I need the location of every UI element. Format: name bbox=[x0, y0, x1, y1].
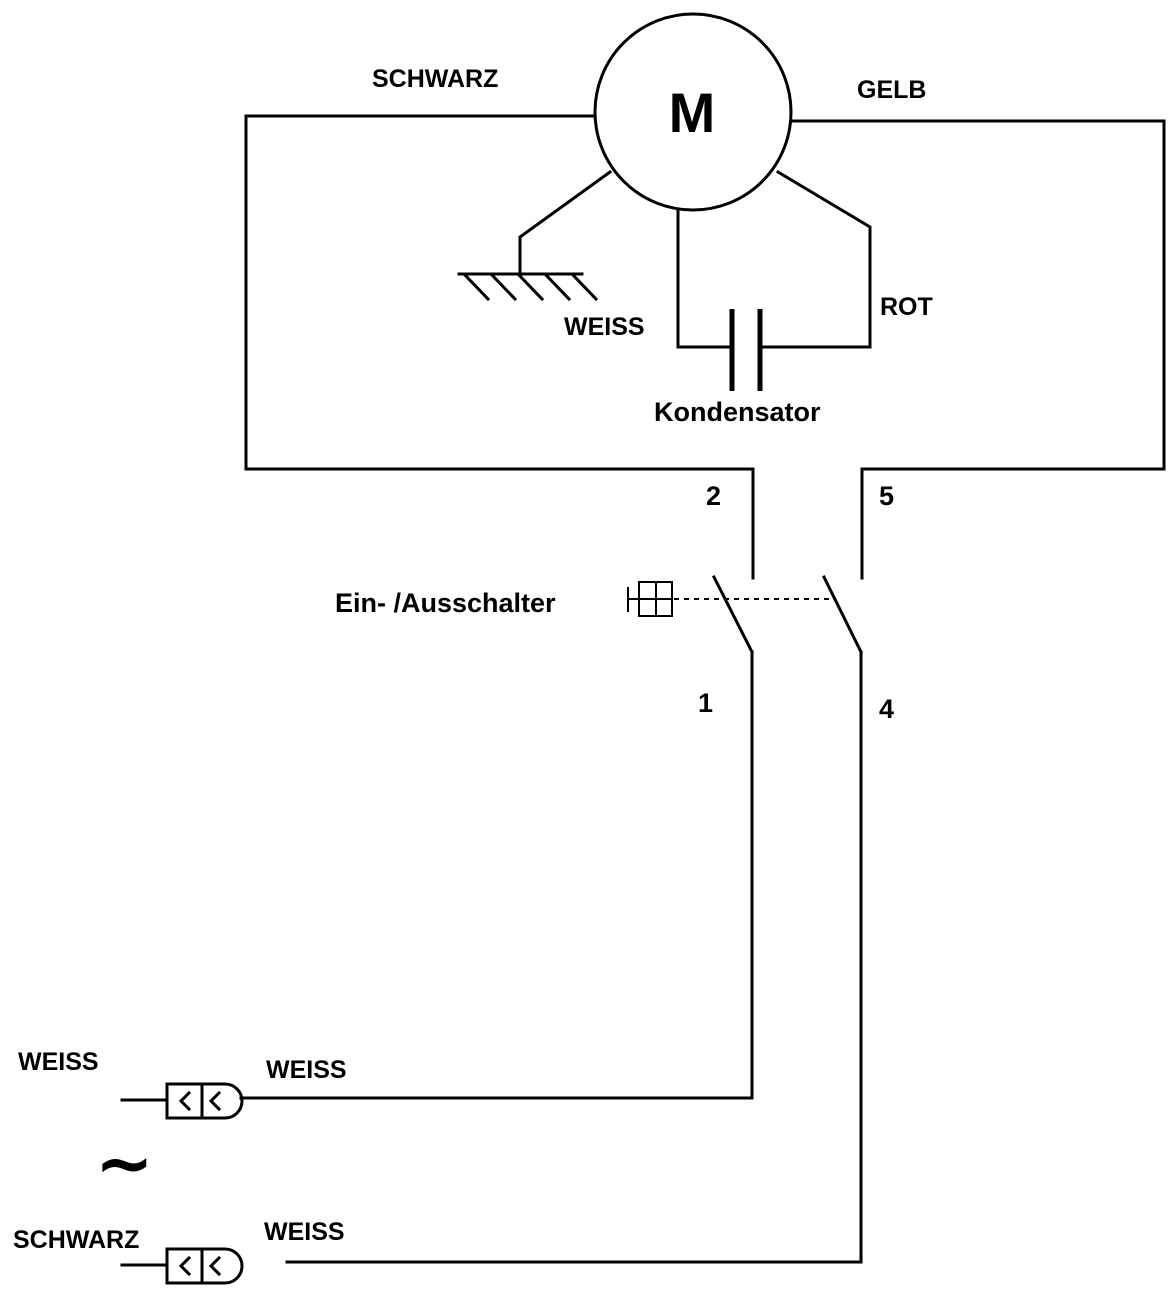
ground-icon bbox=[457, 272, 599, 302]
label-rot-capacitor: ROT bbox=[880, 293, 933, 321]
label-weiss-ground: WEISS bbox=[564, 313, 645, 341]
motor-circle-icon: M bbox=[593, 12, 793, 212]
capacitor-icon bbox=[729, 309, 763, 391]
label-supply-top-inner: WEISS bbox=[266, 1056, 347, 1084]
label-switch: Ein- /Ausschalter bbox=[335, 588, 556, 618]
label-supply-top-outer: WEISS bbox=[18, 1048, 99, 1076]
wire-weiss-supply-1 bbox=[239, 650, 754, 1100]
label-terminal-1: 1 bbox=[698, 688, 713, 718]
wire-capacitor-left bbox=[676, 208, 734, 349]
plug-connector-icon bbox=[120, 1247, 244, 1285]
label-schwarz-motor: SCHWARZ bbox=[372, 65, 498, 93]
motor-label: M bbox=[669, 81, 716, 144]
plug-connector-icon bbox=[120, 1082, 244, 1120]
wire-weiss-supply-2 bbox=[285, 650, 863, 1264]
label-terminal-2: 2 bbox=[706, 481, 721, 511]
label-supply-bottom-outer: SCHWARZ bbox=[13, 1226, 139, 1254]
wire-weiss-ground bbox=[518, 169, 613, 276]
wire-schwarz-motor bbox=[244, 114, 755, 580]
wire-gelb-motor bbox=[789, 119, 1166, 580]
double-pole-switch-icon bbox=[627, 574, 864, 655]
label-supply-bottom-inner: WEISS bbox=[264, 1218, 345, 1246]
wire-rot-capacitor bbox=[758, 169, 872, 349]
ac-symbol: ~ bbox=[95, 1122, 154, 1204]
label-gelb-motor: GELB bbox=[857, 76, 926, 104]
label-terminal-4: 4 bbox=[879, 694, 894, 724]
label-terminal-5: 5 bbox=[879, 481, 894, 511]
label-capacitor: Kondensator bbox=[654, 397, 821, 427]
